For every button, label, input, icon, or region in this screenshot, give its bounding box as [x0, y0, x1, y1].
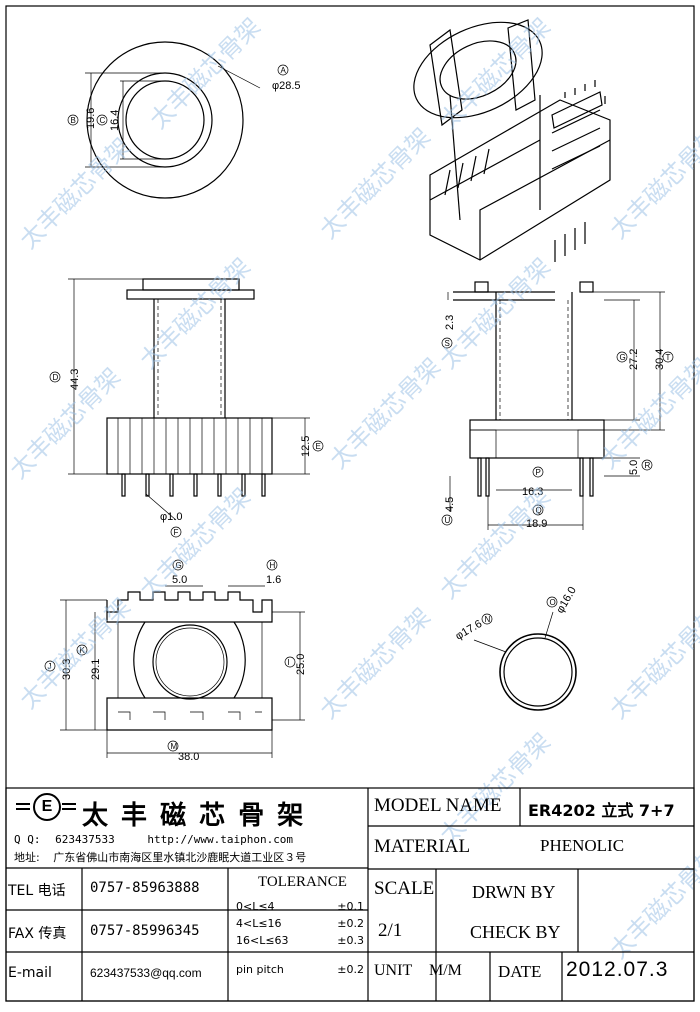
- svg-text:M: M: [171, 742, 178, 751]
- bottom-view: 5.0 G 1.6 H 30.3 J 29.1 K 25.0 I 38.0 M: [44, 559, 307, 763]
- svg-text:太丰磁芯骨架: 太丰磁芯骨架: [14, 133, 136, 255]
- email-label: E-mail: [8, 965, 52, 981]
- fax-label: FAX 传真: [8, 926, 67, 942]
- svg-text:R: R: [645, 461, 651, 470]
- svg-text:N: N: [485, 615, 491, 624]
- dim-5-0-value: 5.0: [628, 460, 640, 475]
- fax-value: 0757-85996345: [90, 923, 200, 939]
- material-label: MATERIAL: [374, 836, 471, 857]
- svg-text:太丰磁芯骨架: 太丰磁芯骨架: [604, 603, 700, 725]
- front-view: 44.3 D 12.5 E φ1.0 F: [49, 278, 324, 538]
- company-name: 太 丰 磁 芯 骨 架: [82, 801, 306, 831]
- email-value: 623437533@qq.com: [90, 966, 202, 980]
- dim-2-3-value: 2.3: [444, 315, 456, 330]
- tel-label: TEL 电话: [8, 883, 66, 899]
- qq-line: Q Q: 623437533 http://www.taiphon.com: [14, 833, 294, 846]
- dim-4-5-value: 4.5: [444, 497, 456, 512]
- svg-text:U: U: [445, 516, 451, 525]
- tolerance-row: 0<L≤4±0.1: [236, 900, 364, 913]
- tolerance-title: TOLERANCE: [258, 874, 347, 890]
- dim-n-value: 17.6: [460, 618, 485, 639]
- svg-text:E: E: [316, 442, 321, 451]
- scale-value: 2/1: [378, 920, 403, 941]
- svg-text:太丰磁芯骨架: 太丰磁芯骨架: [434, 13, 556, 135]
- svg-text:A: A: [281, 66, 287, 75]
- company-logo: E: [16, 790, 76, 821]
- dim-k-value: 29.1: [90, 659, 102, 680]
- dim-j-value: 30.3: [61, 659, 73, 680]
- svg-text:K: K: [80, 646, 86, 655]
- svg-text:太丰磁芯骨架: 太丰磁芯骨架: [134, 253, 256, 375]
- svg-text:φ1.0: φ1.0: [160, 511, 182, 523]
- date-label: DATE: [498, 962, 542, 981]
- unit-label: UNIT: [374, 962, 413, 979]
- svg-text:太丰磁芯骨架: 太丰磁芯骨架: [4, 363, 126, 485]
- svg-text:D: D: [53, 373, 59, 382]
- top-view: 19.6 B 16.4 C A φ28.5: [67, 41, 301, 199]
- dim-g-value: 5.0: [172, 574, 187, 586]
- svg-text:B: B: [71, 116, 76, 125]
- svg-text:太丰磁芯骨架: 太丰磁芯骨架: [324, 353, 446, 475]
- tolerance-row: 16<L≤63±0.3: [236, 934, 364, 947]
- dim-m-value: 38.0: [178, 751, 199, 763]
- dim-f-value: 1.0: [167, 511, 182, 523]
- isometric-view: [413, 19, 611, 262]
- svg-text:O: O: [550, 598, 556, 607]
- svg-text:C: C: [100, 116, 106, 125]
- svg-text:φ17.6: φ17.6: [454, 618, 485, 643]
- dim-e-value: 12.5: [300, 436, 312, 457]
- svg-text:Q: Q: [536, 506, 542, 515]
- dim-27-2-value: 27.2: [628, 349, 640, 370]
- section-view: φ17.6 N φ16.0 O: [454, 585, 579, 711]
- date-value: 2012.07.3: [566, 958, 669, 981]
- svg-text:T: T: [666, 353, 671, 362]
- svg-text:太丰磁芯骨架: 太丰磁芯骨架: [314, 123, 436, 245]
- svg-text:太丰磁芯骨架: 太丰磁芯骨架: [314, 603, 436, 725]
- dim-30-4-value: 30.4: [654, 349, 666, 370]
- tolerance-table: 0<L≤4±0.1 4<L≤16±0.2 16<L≤63±0.3 pin pit…: [236, 900, 364, 980]
- side-view: 2.3 S 27.2 G 30.4 T 5.0 R 16.3 P 18.9 Q: [441, 281, 674, 530]
- model-value: ER4202 立式 7+7: [528, 801, 675, 820]
- svg-text:G: G: [620, 353, 626, 362]
- svg-text:太丰磁芯骨架: 太丰磁芯骨架: [594, 353, 700, 475]
- dim-i-value: 25.0: [295, 654, 307, 675]
- model-label: MODEL NAME: [374, 795, 502, 816]
- address-line: 地址: 广东省佛山市南海区里水镇北沙鹿眠大道工业区３号: [14, 851, 307, 864]
- svg-text:太丰磁芯骨架: 太丰磁芯骨架: [434, 253, 556, 375]
- tel-value: 0757-85963888: [90, 880, 200, 896]
- svg-text:G: G: [176, 561, 182, 570]
- svg-text:太丰磁芯骨架: 太丰磁芯骨架: [604, 843, 700, 965]
- svg-text:F: F: [174, 528, 179, 537]
- svg-text:φ16.0: φ16.0: [554, 585, 579, 616]
- svg-text:I: I: [288, 658, 290, 667]
- unit-value: M/M: [429, 962, 462, 979]
- logo-e-icon: E: [33, 793, 61, 821]
- svg-text:P: P: [536, 468, 541, 477]
- svg-text:S: S: [445, 339, 450, 348]
- tolerance-row: pin pitch±0.2: [236, 963, 364, 976]
- check-by-label: CHECK BY: [470, 922, 561, 942]
- svg-text:太丰磁芯骨架: 太丰磁芯骨架: [604, 123, 700, 245]
- dim-16-3-value: 16.3: [522, 486, 543, 498]
- dim-h-value: 1.6: [266, 574, 281, 586]
- tolerance-row: 4<L≤16±0.2: [236, 917, 364, 930]
- drawn-by-label: DRWN BY: [472, 882, 556, 902]
- material-value: PHENOLIC: [540, 836, 625, 855]
- dim-o-value: 16.0: [558, 585, 579, 610]
- scale-label: SCALE: [374, 878, 435, 899]
- svg-text:H: H: [270, 561, 276, 570]
- svg-text:J: J: [48, 662, 52, 671]
- dim-18-9-value: 18.9: [526, 518, 547, 530]
- dim-b-value: 19.6: [85, 108, 97, 129]
- title-block-grid: [5, 787, 695, 1002]
- svg-text:φ28.5: φ28.5: [272, 80, 301, 92]
- dim-d-value: 44.3: [69, 369, 81, 390]
- dim-c-value: 16.4: [109, 110, 121, 131]
- dim-a-value: 28.5: [279, 80, 300, 92]
